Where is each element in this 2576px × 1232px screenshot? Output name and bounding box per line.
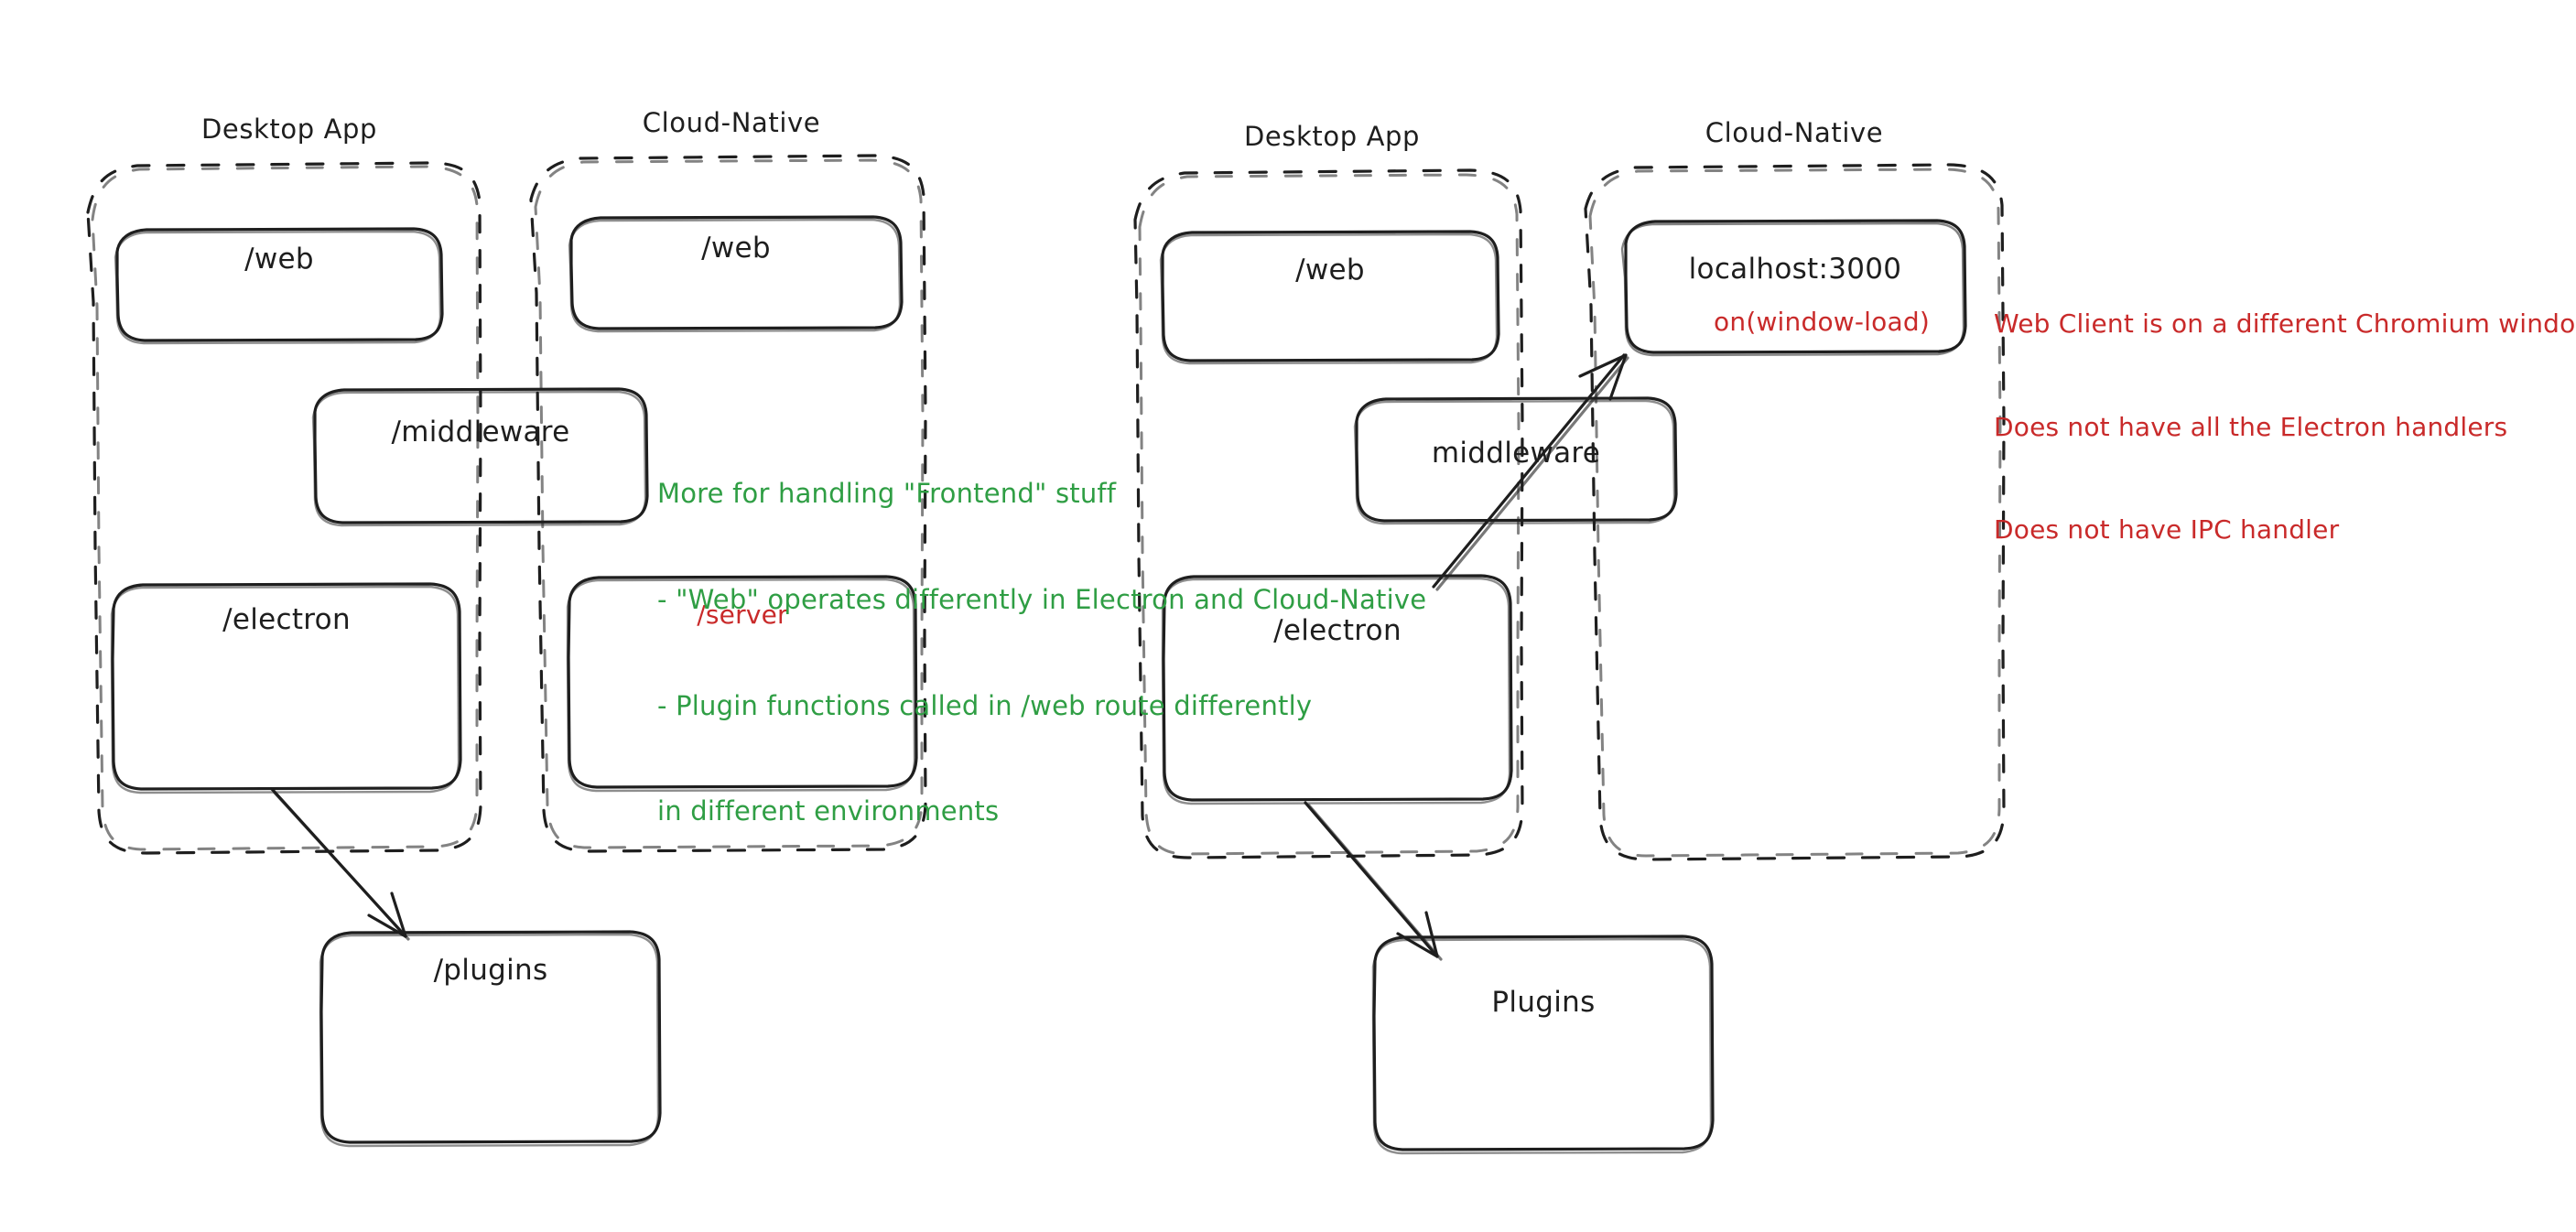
red-note: Web Client is on a different Chromium wi… (1994, 238, 2576, 616)
left-electron-to-plugins-arrow (270, 787, 410, 941)
right-web-label: /web (1295, 254, 1365, 286)
left-middleware-label: /middleware (391, 416, 570, 448)
left-middleware-box (311, 387, 649, 527)
right-plugins-box (1371, 935, 1715, 1155)
red-note-line-3: Does not have IPC handler (1994, 514, 2340, 546)
right-middleware-label: middleware (1431, 437, 1601, 470)
green-note: More for handling "Frontend" stuff - "We… (657, 405, 1426, 900)
left-desktop-group-title: Desktop App (200, 113, 378, 145)
right-desktop-group-title: Desktop App (1243, 121, 1421, 152)
left-cloud-group-title: Cloud-Native (642, 107, 821, 138)
left-plugins-label: /plugins (433, 954, 548, 987)
left-web-desktop-label: /web (244, 243, 314, 276)
right-localhost-label: localhost:3000 (1688, 253, 1902, 286)
green-note-line-2: - "Web" operates differently in Electron… (657, 583, 1427, 615)
left-web-cloud-label: /web (701, 232, 771, 265)
right-electron-to-localhost-arrow (1432, 353, 1629, 591)
red-note-line-2: Does not have all the Electron handlers (1994, 411, 2508, 442)
green-note-line-3: - Plugin functions called in /web route … (657, 689, 1313, 721)
right-localhost-sublabel: on(window-load) (1714, 307, 1930, 337)
green-note-line-4: in different environments (657, 795, 1000, 827)
left-server-label: /server (697, 600, 788, 630)
right-electron-label: /electron (1273, 614, 1402, 647)
red-note-line-1: Web Client is on a different Chromium wi… (1994, 308, 2576, 340)
right-plugins-label: Plugins (1491, 986, 1596, 1019)
left-electron-label: /electron (222, 603, 351, 636)
green-note-line-1: More for handling "Frontend" stuff (657, 478, 1117, 510)
right-cloud-group-title: Cloud-Native (1705, 117, 1884, 148)
